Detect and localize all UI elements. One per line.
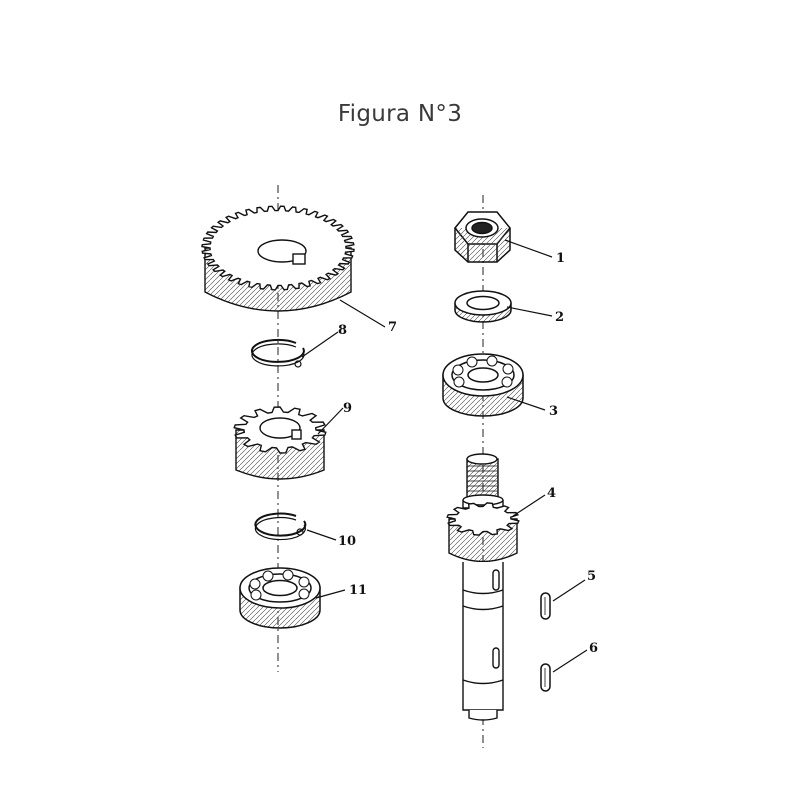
- leader-line-2: [506, 306, 553, 317]
- leader-line-11: [315, 589, 346, 599]
- callout-9: 9: [343, 401, 352, 416]
- callout-4: 4: [547, 486, 556, 501]
- spline-gear-icon: [233, 406, 327, 480]
- washer-icon: [454, 290, 512, 323]
- callout-numbers: 1 2 3 4 5 6 7 8 9 10 11: [338, 251, 598, 656]
- leader-line-5: [552, 579, 586, 602]
- ball-bearing-icon: [239, 567, 321, 629]
- callout-6: 6: [589, 641, 598, 656]
- figure-title: Figura N°3: [337, 101, 463, 127]
- ball-bearing-icon: [442, 353, 524, 417]
- callout-2: 2: [555, 310, 564, 325]
- snap-ring-icon: [254, 512, 307, 541]
- callout-3: 3: [549, 404, 558, 419]
- key-icon: [540, 592, 551, 620]
- leader-line-8: [301, 331, 339, 358]
- callout-8: 8: [338, 323, 347, 338]
- leader-line-6: [552, 649, 588, 673]
- spur-gear-icon: [201, 205, 355, 312]
- pinion-shaft-icon: [446, 453, 520, 721]
- leader-line-4: [512, 494, 546, 517]
- key-icon: [540, 663, 551, 692]
- snap-ring-icon: [250, 338, 305, 368]
- callout-1: 1: [556, 251, 565, 266]
- callout-10: 10: [338, 534, 356, 549]
- hex-nut-icon: [454, 211, 511, 263]
- leader-lines: [301, 239, 588, 673]
- leader-line-10: [306, 529, 337, 541]
- leader-line-3: [506, 396, 546, 411]
- leader-line-7: [339, 299, 386, 328]
- leader-line-9: [317, 407, 344, 435]
- callout-5: 5: [587, 569, 596, 584]
- leader-line-1: [504, 239, 553, 258]
- callout-11: 11: [349, 583, 367, 598]
- callout-7: 7: [388, 320, 397, 335]
